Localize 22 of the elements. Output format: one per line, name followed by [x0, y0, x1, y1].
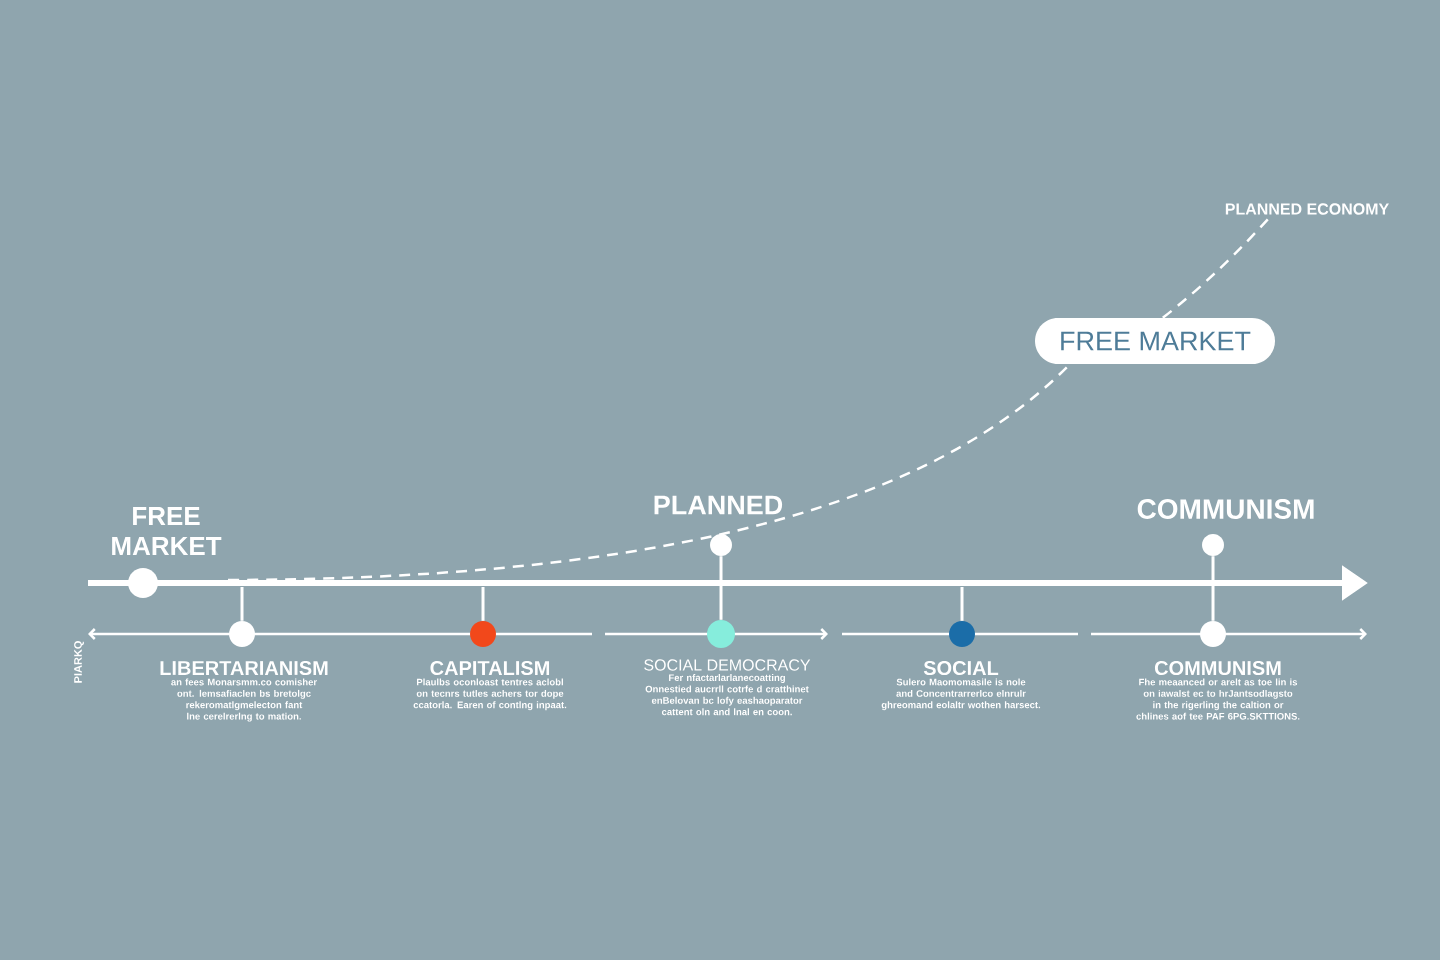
dashed-curve	[1162, 216, 1271, 319]
label-pill: FREE MARKET	[1035, 318, 1275, 364]
description-text: an fees Monarsmm.co comisher ont. lemsafiaclen bs bretolgc rekeromatlgmelecton fant lne cerelrerlng to mation.	[171, 678, 317, 722]
heading: SOCIAL	[923, 660, 999, 676]
heading: SOCIAL DEMOCRACY	[644, 659, 811, 671]
curve-label: PLANNED ECONOMY	[1225, 203, 1389, 215]
description-text: Sulero Maomomasile is nole and Concentrarrerlco elnrulr ghreomand eolaltr wothen harsect.	[881, 678, 1041, 711]
connector-line	[240, 587, 244, 621]
heading: FREE MARKET	[112, 507, 222, 555]
connector-line	[481, 587, 485, 621]
vertical-label: PIARKQ	[74, 641, 84, 683]
description-text: Fer nfactarlarlanecoatting Onnestied aucrrll cotrfe d cratthinet enBelovan bc lofy eashaoparator cattent oln and lnal en coon.	[645, 674, 809, 716]
heading: COMMUNISM	[1154, 660, 1281, 676]
heading: LIBERTARIANISM	[160, 660, 328, 676]
description-text: Plaulbs oconloast tentres aclobl on tecnrs tutles achers tor dope ccatorla. Earen of contlng inpaat.	[413, 678, 567, 711]
description-text: Fhe meaanced or arelt as toe lin is on iawalst ec to hrJantsodlagsto in the rigerling the caltion or chlines aof tee PAF 6PG.SKTTIONS.	[1136, 678, 1300, 720]
heading: COMMUNISM	[1137, 499, 1314, 519]
heading: PLANNED	[654, 495, 783, 515]
connector-line	[1211, 556, 1215, 621]
connector-line	[719, 556, 723, 620]
heading: CAPITALISM	[430, 660, 550, 676]
connector-line	[960, 587, 964, 621]
